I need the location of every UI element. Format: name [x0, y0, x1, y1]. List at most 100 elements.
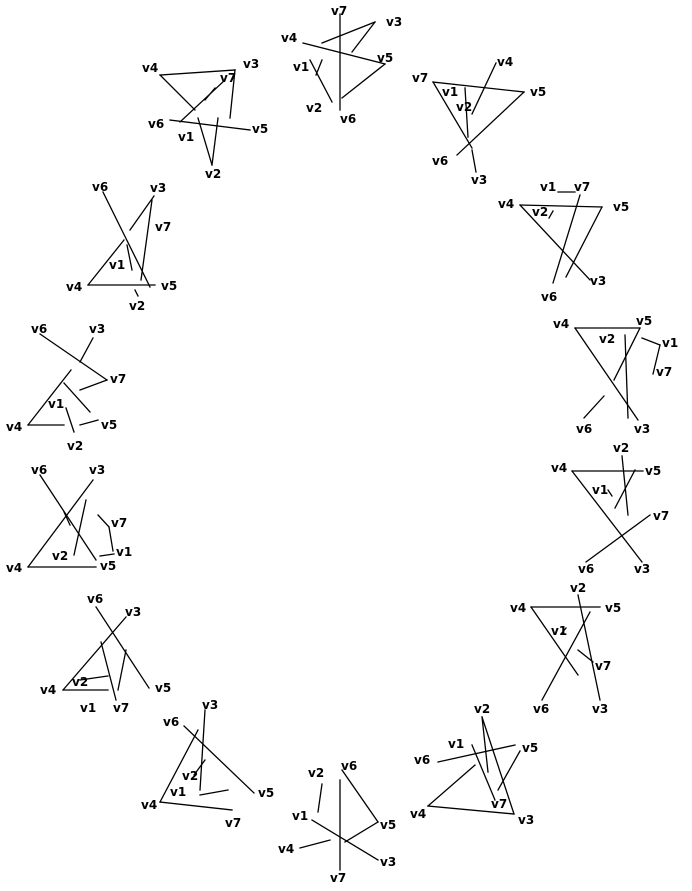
knot-label: v4 — [497, 55, 513, 69]
knot-label: v7 — [491, 797, 507, 811]
knot-label: v1 — [109, 258, 125, 272]
knot-label: v1 — [662, 336, 678, 350]
knot-10: v6 v3 v4 v2 v5 v1 v7 — [40, 592, 171, 715]
edge — [519, 204, 603, 208]
edge — [427, 764, 476, 807]
edge — [62, 616, 127, 691]
edge — [315, 59, 323, 76]
knot-13: v6 v3 v7 v1 v4 v5 v2 — [66, 180, 177, 313]
knot-label: v6 — [341, 759, 357, 773]
knot-label: v6 — [340, 112, 356, 126]
knot-label: v2 — [306, 101, 322, 115]
knot-label: v3 — [150, 181, 166, 195]
edge — [39, 333, 108, 381]
knot-label: v4 — [40, 683, 56, 697]
edge — [229, 69, 236, 119]
knot-3: v1 v7 v4 v2 v5 v6 v3 — [498, 180, 629, 304]
edge — [577, 649, 594, 663]
edge — [134, 289, 139, 297]
knot-label: v6 — [87, 592, 103, 606]
knot-label: v1 — [448, 737, 464, 751]
edge — [63, 511, 71, 526]
edge — [481, 716, 515, 815]
knot-label: v3 — [243, 57, 259, 71]
knot-label: v1 — [592, 483, 608, 497]
edge — [519, 204, 591, 281]
edge — [99, 553, 115, 557]
knot-label: v5 — [522, 741, 538, 755]
knot-label: v4 — [410, 807, 426, 821]
knot-label: v6 — [414, 753, 430, 767]
knot-label: v5 — [100, 559, 116, 573]
knot-8: v2 v6 v1 v5 v4 v7 v3 — [278, 759, 396, 885]
knot-4: v4 v5 v2 v1 v7 v6 v3 — [553, 314, 678, 436]
knot-14: v4 v3 v7 v6 v1 v5 v2 — [142, 57, 268, 181]
knot-label: v4 — [553, 317, 569, 331]
edge — [613, 327, 641, 381]
knot-label: v7 — [113, 701, 129, 715]
edge — [432, 81, 473, 149]
knot-label: v7 — [331, 4, 347, 18]
knot-label: v7 — [225, 816, 241, 830]
knot-label: v3 — [380, 855, 396, 869]
knot-label: v4 — [6, 561, 22, 575]
edge — [159, 801, 233, 811]
knot-label: v1 — [292, 809, 308, 823]
edge — [179, 79, 226, 123]
edge — [577, 594, 601, 701]
knot-label: v6 — [533, 702, 549, 716]
edge — [311, 819, 379, 861]
edge — [63, 382, 91, 413]
edge — [341, 63, 386, 99]
knot-label: v2 — [599, 332, 615, 346]
edge — [108, 526, 114, 552]
edge — [204, 87, 216, 101]
knot-label: v5 — [377, 51, 393, 65]
knot-label: v1 — [80, 701, 96, 715]
knot-label: v7 — [653, 509, 669, 523]
knot-label: v5 — [380, 818, 396, 832]
knot-label: v6 — [31, 322, 47, 336]
knot-label: v5 — [530, 85, 546, 99]
edge — [129, 195, 155, 231]
knot-label: v3 — [471, 173, 487, 187]
knot-label: v5 — [155, 681, 171, 695]
edge — [317, 783, 323, 813]
knot-label: v3 — [590, 274, 606, 288]
knot-12: v6 v3 v7 v1 v4 v2 v5 — [6, 322, 126, 453]
knot-label: v4 — [498, 197, 514, 211]
knot-label: v4 — [141, 798, 157, 812]
knot-label: v5 — [613, 200, 629, 214]
knot-2: v7 v4 v5 v1 v2 v6 v3 — [412, 55, 546, 187]
knot-label: v4 — [66, 280, 82, 294]
edge — [583, 395, 605, 419]
edge — [541, 611, 591, 701]
knot-label: v3 — [89, 463, 105, 477]
edge — [199, 789, 229, 796]
edge — [159, 74, 196, 111]
edge — [197, 117, 213, 166]
edge — [530, 606, 579, 676]
edge — [199, 709, 206, 791]
knot-label: v1 — [551, 624, 567, 638]
edge — [299, 839, 331, 849]
knot-6: v2 v4 v5 v1 v7 v6 v3 — [510, 581, 621, 716]
edge — [126, 244, 133, 271]
knot-label: v4 — [142, 61, 158, 75]
edge — [309, 59, 333, 103]
edge — [351, 21, 376, 53]
knot-label: v3 — [202, 698, 218, 712]
edge — [471, 744, 496, 801]
edge — [183, 725, 255, 794]
edge — [437, 744, 516, 763]
knot-label: v4 — [281, 31, 297, 45]
edge — [571, 470, 643, 563]
edge — [471, 62, 497, 115]
knot-label: v1 — [116, 545, 132, 559]
knot-label: v2 — [72, 675, 88, 689]
knot-label: v4 — [510, 601, 526, 615]
knot-label: v2 — [67, 439, 83, 453]
knot-label: v6 — [92, 180, 108, 194]
